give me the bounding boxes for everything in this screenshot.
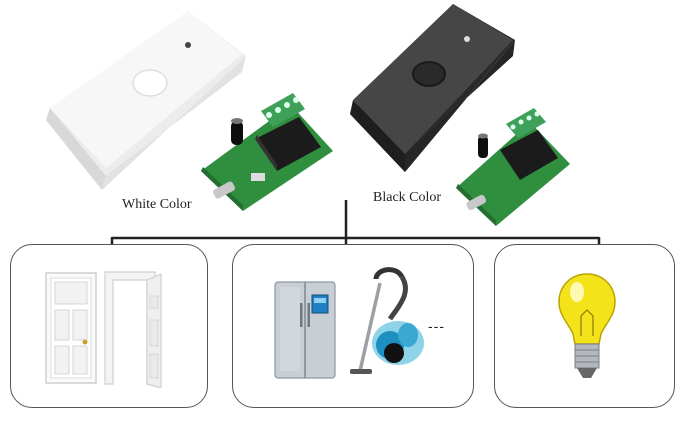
white-wall-switch: [46, 11, 246, 190]
door-icon: [45, 272, 97, 384]
refrigerator-icon: [274, 281, 336, 379]
caption-white-color: White Color: [122, 197, 192, 212]
doorframe-icon: [104, 271, 162, 388]
panel-appliances: [232, 244, 474, 408]
caption-black-color: Black Color: [373, 190, 442, 205]
vacuum-cleaner-icon: [350, 267, 424, 374]
receiver-board-white: [201, 93, 333, 211]
push-button: [132, 69, 168, 97]
light-bulb-icon: [558, 273, 616, 378]
appliances-ellipsis: ---: [428, 318, 445, 334]
receiver-board-black: [456, 108, 570, 226]
black-wall-switch: [350, 4, 515, 172]
push-button: [412, 61, 446, 87]
